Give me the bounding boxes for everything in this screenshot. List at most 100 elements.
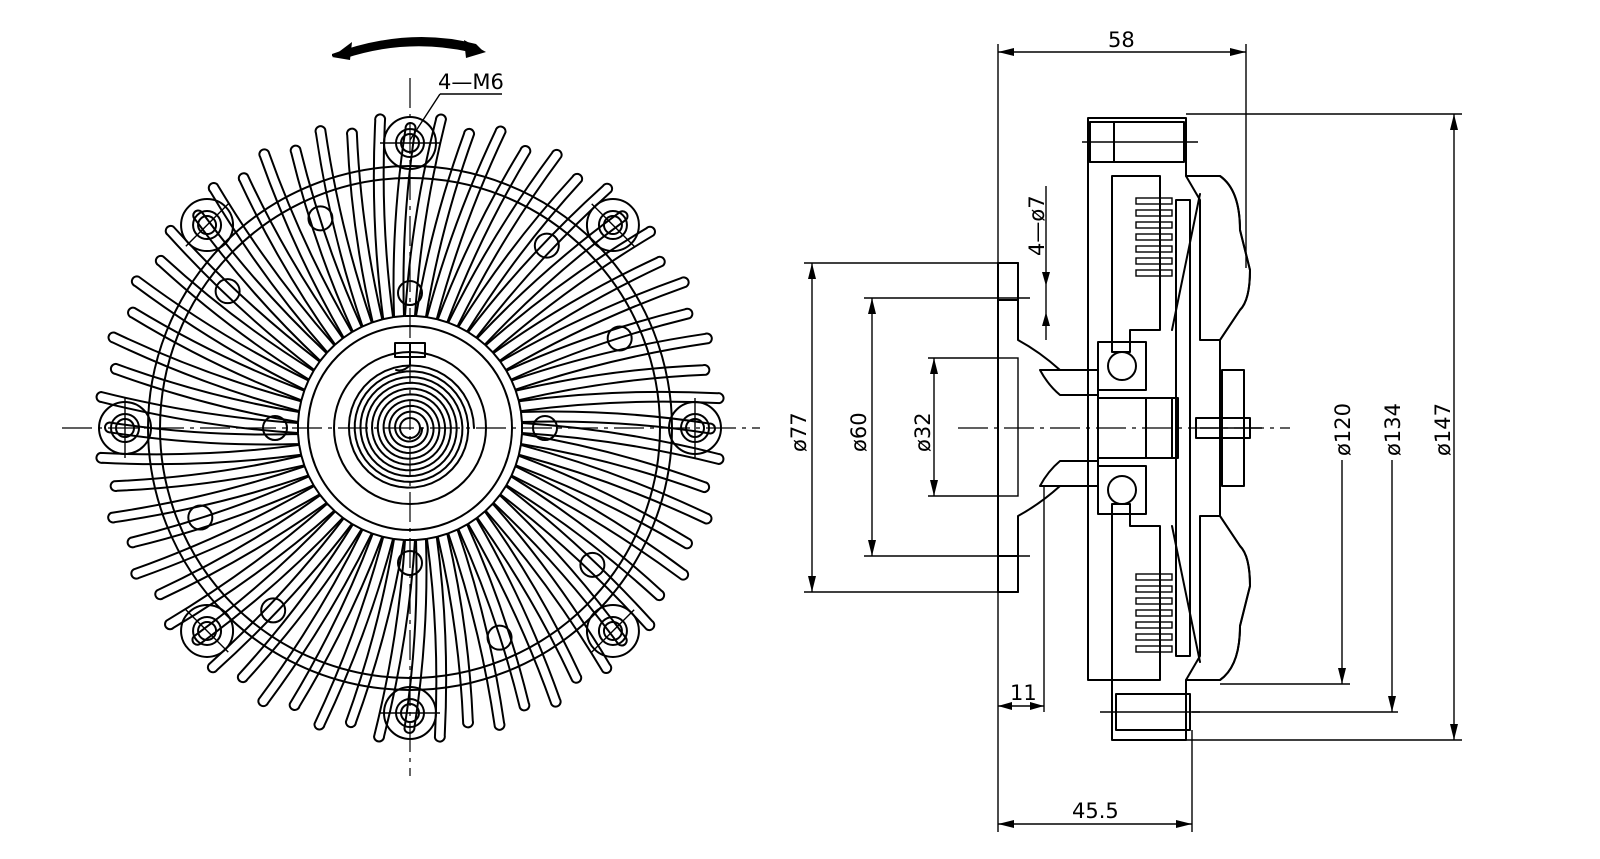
- lug: [585, 198, 640, 253]
- bolt-hole: [579, 551, 606, 578]
- fin: [499, 485, 656, 632]
- groove: [1135, 633, 1173, 641]
- fin: [154, 254, 315, 381]
- fin: [206, 517, 353, 674]
- lug-hole-inner: [602, 215, 623, 236]
- fin: [109, 362, 301, 423]
- fin: [288, 532, 384, 711]
- bearing-lower: [1097, 465, 1147, 515]
- dim-45-5: 45.5: [1072, 799, 1119, 823]
- cover-section-upper: [1185, 175, 1251, 341]
- cooling-fins: [95, 113, 725, 743]
- lug: [180, 603, 235, 658]
- fin: [109, 454, 306, 492]
- fin: [154, 494, 328, 601]
- rotor-flank-lower: [1171, 525, 1201, 663]
- fin: [191, 510, 344, 646]
- fin: [127, 306, 306, 402]
- lug-hole-inner: [602, 620, 623, 641]
- fin: [510, 332, 713, 391]
- groove: [1135, 221, 1173, 229]
- bottom-bolt: [1100, 693, 1200, 731]
- groove: [1135, 573, 1173, 581]
- dim-dia-77: ø77: [787, 412, 811, 452]
- fin: [467, 182, 614, 339]
- groove: [1135, 209, 1173, 217]
- dim-dia-147: ø147: [1431, 403, 1455, 456]
- fin: [130, 485, 321, 580]
- fin: [372, 113, 395, 321]
- fin: [95, 391, 299, 434]
- groove: [1135, 269, 1173, 277]
- lug-centerline: [591, 203, 635, 247]
- fin: [519, 433, 711, 494]
- dim-11: 11: [1010, 681, 1037, 705]
- fin: [519, 410, 716, 435]
- bolt-hole: [187, 504, 214, 531]
- lug-hole: [192, 210, 223, 241]
- flange-neck-lower: [1039, 460, 1099, 487]
- fin: [192, 209, 328, 362]
- groove: [1135, 233, 1173, 241]
- fin: [436, 145, 532, 324]
- fin: [130, 275, 310, 391]
- fin: [499, 276, 690, 371]
- dim-dia-134: ø134: [1381, 403, 1405, 456]
- cover-section-lower: [1185, 515, 1251, 681]
- groove: [1135, 257, 1173, 265]
- bimetal-spiral: [347, 364, 475, 489]
- fin: [237, 172, 344, 346]
- groove: [1135, 609, 1173, 617]
- fin: [373, 539, 416, 743]
- flange-web-lower: [997, 555, 1019, 593]
- fin: [492, 494, 628, 647]
- fin: [425, 535, 448, 743]
- fin: [404, 113, 447, 317]
- flange-neck-upper: [1039, 369, 1099, 396]
- fin: [484, 502, 613, 674]
- fin: [467, 517, 562, 708]
- lug-centerline: [591, 609, 635, 653]
- lug-hole: [597, 210, 628, 241]
- fin: [505, 307, 694, 381]
- rotor-flank-upper: [1171, 193, 1201, 331]
- fin: [236, 523, 363, 684]
- fin: [164, 502, 336, 631]
- fin: [164, 224, 321, 371]
- fin: [514, 364, 711, 402]
- lug-centerline: [185, 203, 229, 247]
- flange-web-upper: [997, 262, 1019, 301]
- top-bolt: [1082, 121, 1198, 163]
- lug-hole: [192, 615, 223, 646]
- fin: [344, 537, 405, 729]
- fin: [314, 125, 373, 328]
- fin: [107, 465, 310, 524]
- fin: [476, 510, 583, 684]
- dim-hole-spec: 4—ø7: [1025, 195, 1049, 256]
- lug-hole-inner: [197, 215, 218, 236]
- lug-hole: [597, 615, 628, 646]
- fin: [514, 454, 693, 550]
- fin: [457, 172, 584, 333]
- bolt-hole: [260, 597, 287, 624]
- body-section-upper: [1111, 175, 1161, 353]
- groove: [1135, 585, 1173, 593]
- fin: [447, 148, 563, 328]
- fin: [505, 475, 666, 602]
- rotation-arrow-icon: [332, 36, 486, 60]
- fin: [521, 422, 725, 465]
- dim-dia-60: ø60: [847, 412, 871, 452]
- fin: [517, 390, 725, 413]
- body-section-lower: [1111, 503, 1161, 681]
- lug-hole-inner: [197, 620, 218, 641]
- groove: [1135, 645, 1173, 653]
- groove: [1135, 197, 1173, 205]
- spiral-coil: [347, 364, 475, 489]
- groove: [1135, 245, 1173, 253]
- fin: [313, 535, 395, 731]
- flange-bore: [997, 357, 1019, 497]
- section-view: 58 45.5 11 4—ø7 ø77: [787, 28, 1462, 832]
- fin: [517, 443, 713, 525]
- front-view: 4—M6: [62, 36, 760, 776]
- fin: [436, 532, 474, 729]
